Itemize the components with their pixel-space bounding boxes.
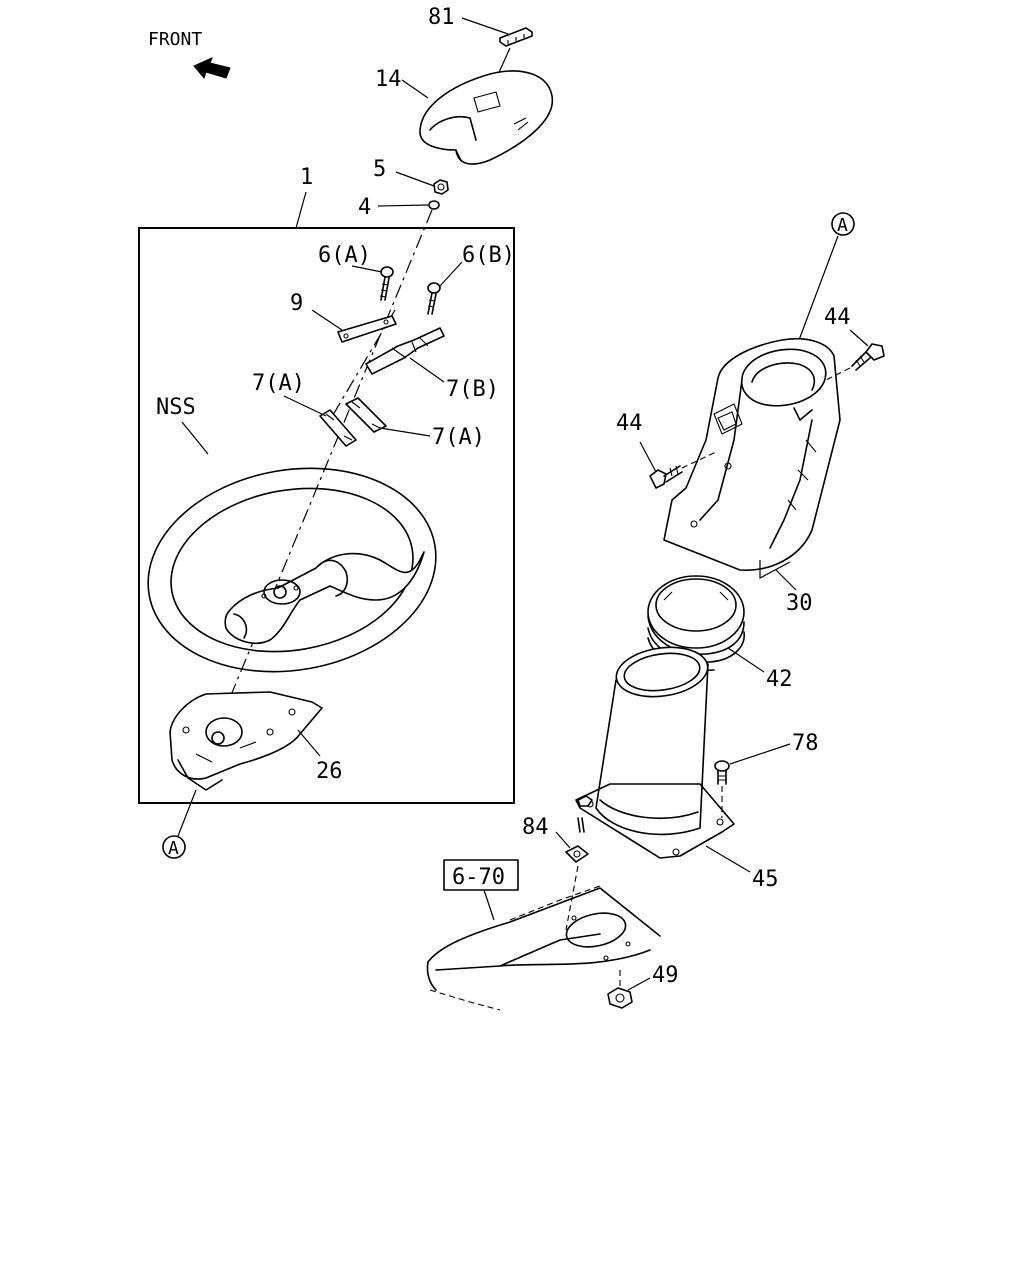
part-5-nut bbox=[433, 179, 449, 195]
part-7b-bracket bbox=[365, 327, 445, 375]
part-9-plate bbox=[337, 315, 397, 343]
part-30-column-cover bbox=[663, 338, 841, 571]
callout-30: 30 bbox=[786, 591, 813, 616]
part-7a-clip-left bbox=[319, 409, 357, 447]
leader-5 bbox=[395, 171, 435, 187]
leader-7a-left bbox=[283, 395, 327, 417]
callout-84: 84 bbox=[522, 815, 549, 840]
part-49-nut bbox=[607, 987, 633, 1009]
callout-nss: NSS bbox=[156, 395, 196, 420]
marker-a-top-label: A bbox=[837, 215, 848, 236]
leader-81 bbox=[461, 17, 509, 35]
callout-44-top: 44 bbox=[824, 305, 851, 330]
part-42-boot bbox=[647, 575, 745, 671]
callout-1: 1 bbox=[300, 165, 313, 190]
part-45-tube-flange bbox=[575, 646, 735, 859]
leader-45 bbox=[705, 845, 751, 873]
callout-14: 14 bbox=[375, 67, 402, 92]
part-44-screw-mid bbox=[649, 465, 683, 489]
part-14-upper-cover bbox=[419, 70, 554, 165]
part-7a-clip-right bbox=[345, 397, 387, 433]
callout-49: 49 bbox=[652, 963, 679, 988]
callout-5: 5 bbox=[373, 157, 386, 182]
axis-44-mid bbox=[681, 451, 717, 469]
leader-7b bbox=[409, 357, 445, 383]
reference-box-6-70 bbox=[443, 859, 519, 891]
callout-42: 42 bbox=[766, 667, 793, 692]
leader-42 bbox=[727, 647, 765, 673]
leader-30-bracket bbox=[759, 560, 791, 579]
marker-a-top bbox=[831, 212, 855, 236]
callout-78: 78 bbox=[792, 731, 819, 756]
leader-4 bbox=[377, 204, 429, 207]
marker-a-bottom bbox=[162, 835, 186, 859]
callout-9: 9 bbox=[290, 291, 303, 316]
leader-26 bbox=[297, 729, 321, 757]
leader-9 bbox=[311, 309, 343, 331]
leader-6b bbox=[439, 261, 463, 287]
callout-45: 45 bbox=[752, 867, 779, 892]
part-26-lower-cover bbox=[169, 691, 323, 791]
leader-1 bbox=[295, 191, 307, 229]
floor-panel bbox=[426, 885, 661, 1011]
axis-line-wheel bbox=[199, 209, 433, 771]
callout-26: 26 bbox=[316, 759, 343, 784]
leader-14 bbox=[401, 79, 429, 99]
leader-6a bbox=[351, 265, 383, 273]
leader-84 bbox=[555, 831, 571, 849]
callout-7a-right: 7(A) bbox=[432, 425, 485, 450]
axis-44-top bbox=[825, 367, 851, 381]
leader-a-bottom bbox=[177, 789, 197, 837]
part-84-clip-nut bbox=[565, 817, 589, 863]
leader-7a-right bbox=[379, 427, 431, 437]
callout-6a: 6(A) bbox=[318, 243, 371, 268]
callout-7a-left: 7(A) bbox=[252, 371, 305, 396]
part-78-bolt bbox=[714, 760, 730, 785]
leader-30 bbox=[775, 569, 797, 591]
leader-44-mid bbox=[639, 441, 657, 473]
callout-4: 4 bbox=[358, 195, 371, 220]
part-6b-screw bbox=[427, 282, 441, 315]
part-81-cap bbox=[499, 27, 533, 47]
leader-49 bbox=[627, 977, 651, 991]
leader-6-70 bbox=[483, 889, 495, 921]
marker-a-bottom-label: A bbox=[168, 838, 179, 859]
callout-6b: 6(B) bbox=[462, 243, 515, 268]
front-arrow-icon bbox=[193, 57, 231, 80]
steering-wheel bbox=[147, 467, 437, 673]
callout-44-mid: 44 bbox=[616, 411, 643, 436]
leader-44-top bbox=[849, 329, 869, 347]
callout-81: 81 bbox=[428, 5, 455, 30]
assembly-1-box bbox=[138, 227, 515, 804]
leader-78 bbox=[729, 743, 791, 765]
front-label: FRONT bbox=[148, 29, 202, 50]
reference-box-6-70-label: 6-70 bbox=[452, 865, 505, 890]
part-4-washer bbox=[428, 200, 440, 210]
callout-7b: 7(B) bbox=[446, 377, 499, 402]
part-44-screw-top bbox=[851, 343, 885, 371]
leader-nss bbox=[181, 421, 209, 455]
